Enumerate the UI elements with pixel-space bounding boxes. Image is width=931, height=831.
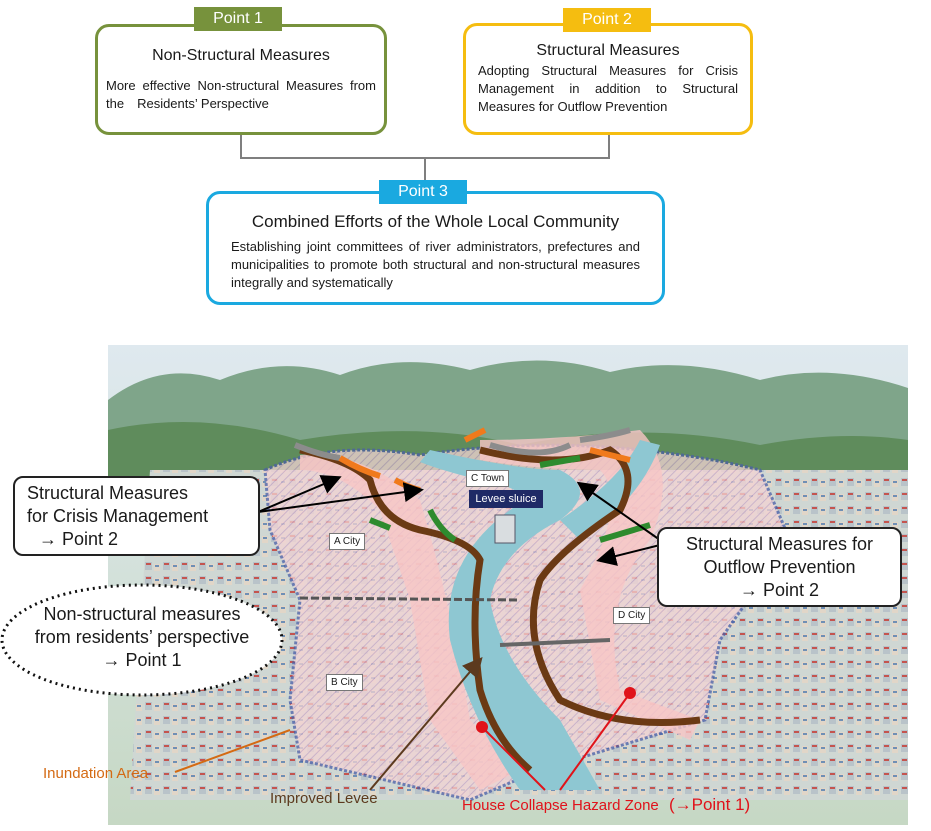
point3-title: Combined Efforts of the Whole Local Comm… bbox=[251, 212, 620, 231]
crisis-levee-segment-7 bbox=[589, 447, 631, 463]
hazard-zone-label-ref: (→Point 1) bbox=[668, 795, 751, 814]
hazard-zone-label-text: House Collapse Hazard Zone bbox=[462, 797, 659, 814]
improved-levee-label: Improved Levee bbox=[270, 790, 378, 807]
point1-title: Non-Structural Measures bbox=[152, 47, 330, 64]
crisis-callout-line1: Structural Measures bbox=[27, 483, 189, 503]
connector-point1 bbox=[240, 134, 610, 159]
arrow-outflow-2 bbox=[596, 544, 661, 566]
outflow-levee-segment-3 bbox=[539, 455, 581, 468]
crisis-callout-line2: for Crisis Management bbox=[27, 506, 209, 526]
inundation-area-label: Inundation Area bbox=[43, 765, 149, 782]
point1-tab: Point 1 bbox=[194, 7, 282, 31]
leader-hazard-2 bbox=[559, 692, 631, 791]
leader-improved-levee bbox=[369, 656, 483, 791]
outflow-levee-segment-2 bbox=[427, 508, 457, 543]
d-city-label: D City bbox=[613, 607, 651, 624]
levee-sluice-structure bbox=[494, 514, 516, 544]
point1-body: More effective Non-structural Measures f… bbox=[106, 78, 376, 111]
outflow-prevention-callout: Structural Measures for Outflow Preventi… bbox=[657, 527, 902, 607]
arrow-crisis-2 bbox=[257, 482, 424, 513]
nonstructural-callout-line2: from residents’ perspective bbox=[34, 627, 250, 647]
leader-inundation bbox=[174, 729, 291, 773]
nonstructural-callout-line1: Non-structural measures bbox=[43, 604, 241, 624]
nonstructural-callout: Non-structural measures from residents’ … bbox=[8, 603, 276, 672]
arrow-crisis-1 bbox=[257, 475, 342, 513]
a-city-label: A City bbox=[329, 533, 366, 550]
point3-body: Establishing joint committees of river a… bbox=[231, 239, 640, 290]
point3-box: Combined Efforts of the Whole Local Comm… bbox=[206, 191, 665, 305]
hazard-zone-area-right bbox=[480, 430, 700, 740]
crisis-levee-segment-4 bbox=[463, 427, 487, 443]
nonstructural-callout-ellipse bbox=[0, 583, 284, 697]
improved-levee-right bbox=[479, 446, 701, 726]
bridge-upper bbox=[299, 596, 521, 602]
b-city-label: B City bbox=[326, 674, 363, 691]
outflow-levee-segment-1 bbox=[368, 517, 392, 531]
nonstructural-callout-line3: → Point 1 bbox=[102, 650, 182, 670]
bridge-lower bbox=[499, 638, 611, 647]
c-town-label: C Town bbox=[466, 470, 510, 487]
hazard-zone-area bbox=[300, 454, 520, 790]
outflow-callout-line3: → Point 2 bbox=[739, 580, 820, 600]
crisis-management-callout: Structural Measures for Crisis Managemen… bbox=[13, 476, 260, 556]
arrow-outflow-1 bbox=[576, 481, 661, 541]
crisis-callout-line3: → Point 2 bbox=[39, 529, 119, 549]
crisis-levee-segment-1 bbox=[293, 442, 341, 461]
crisis-levee-segment-6 bbox=[579, 427, 631, 443]
point2-body: Adopting Structural Measures for Crisis … bbox=[478, 63, 738, 114]
leader-hazard-1 bbox=[481, 726, 546, 791]
river-right-branch bbox=[560, 440, 660, 540]
crisis-levee-segment-5 bbox=[489, 442, 572, 456]
point2-box: Structural Measures Adopting Structural … bbox=[463, 23, 753, 135]
outflow-callout-line1: Structural Measures for bbox=[685, 534, 874, 554]
point3-tab: Point 3 bbox=[379, 180, 467, 204]
improved-levee-left bbox=[299, 446, 533, 773]
hazard-zone-label: House Collapse Hazard Zone (→Point 1) bbox=[462, 795, 750, 815]
outflow-callout-line2: Outflow Prevention bbox=[703, 557, 856, 577]
levee-sluice-label: Levee sluice bbox=[469, 490, 543, 508]
point1-box: Non-Structural Measures More effective N… bbox=[95, 24, 387, 135]
point2-tab: Point 2 bbox=[563, 8, 651, 32]
point2-title: Structural Measures bbox=[536, 42, 680, 59]
crisis-levee-segment-2 bbox=[338, 455, 381, 479]
